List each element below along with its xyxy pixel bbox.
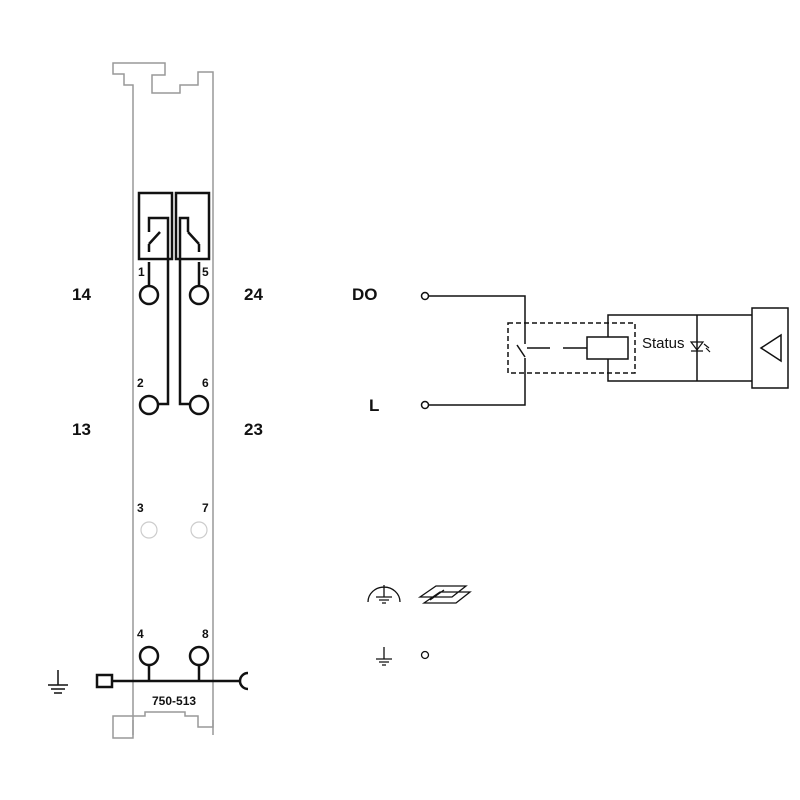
status-label: Status bbox=[642, 335, 685, 352]
terminal-circle-icon bbox=[420, 650, 430, 660]
terminal-6: 6 bbox=[202, 376, 209, 390]
label-13: 13 bbox=[72, 420, 91, 439]
terminal-3: 3 bbox=[137, 501, 144, 515]
l-label: L bbox=[369, 396, 379, 415]
label-23: 23 bbox=[244, 420, 263, 439]
terminal-7: 7 bbox=[202, 501, 209, 515]
unused-terminals bbox=[140, 521, 208, 539]
terminal-2: 2 bbox=[137, 376, 144, 390]
ground-chassis-icon bbox=[367, 585, 401, 604]
part-number: 750-513 bbox=[152, 694, 196, 708]
label-24: 24 bbox=[244, 285, 263, 304]
do-label: DO bbox=[352, 285, 378, 304]
module-housing bbox=[112, 62, 214, 739]
schematic bbox=[420, 291, 789, 410]
terminal-5: 5 bbox=[202, 265, 209, 279]
terminal-8: 8 bbox=[202, 627, 209, 641]
terminal-1: 1 bbox=[138, 265, 145, 279]
terminal-4: 4 bbox=[137, 627, 144, 641]
ground-icon bbox=[376, 647, 392, 666]
relay-contacts bbox=[48, 191, 249, 694]
din-rail-icon bbox=[417, 585, 472, 604]
label-14: 14 bbox=[72, 285, 91, 304]
